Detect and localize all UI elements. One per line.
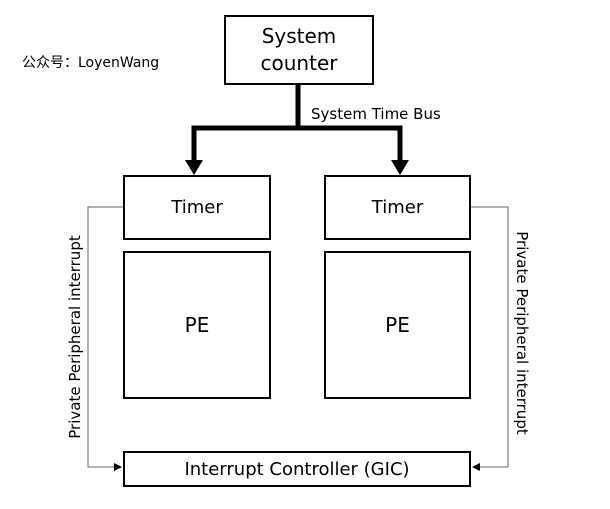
ppi-line-right	[471, 206, 509, 471]
right-pe-box: PE	[324, 251, 471, 399]
bus-arrowhead-left	[185, 160, 203, 175]
system-time-bus-label: System Time Bus	[311, 105, 441, 123]
left-pe-label: PE	[184, 313, 210, 337]
left-timer-label: Timer	[171, 197, 223, 218]
ppi-label-left: Private Peripheral interrupt	[66, 235, 84, 439]
system-time-bus	[191, 84, 403, 163]
right-pe-label: PE	[385, 313, 410, 337]
gic-label: Interrupt Controller (GIC)	[184, 458, 410, 480]
left-timer-box: Timer	[123, 175, 271, 240]
right-timer-label: Timer	[371, 197, 424, 218]
system-counter-line2: counter	[260, 51, 338, 75]
watermark-text: 公众号：LoyenWang	[22, 55, 160, 71]
system-counter-box: System counter	[224, 15, 374, 85]
right-timer-box: Timer	[324, 175, 471, 240]
ppi-label-right: Private Peripheral interrupt	[513, 231, 531, 435]
system-counter-line1: System	[261, 24, 337, 48]
bus-arrowhead-right	[391, 160, 409, 175]
left-pe-box: PE	[123, 251, 271, 399]
gic-box: Interrupt Controller (GIC)	[123, 451, 471, 487]
ppi-line-left	[87, 206, 123, 471]
